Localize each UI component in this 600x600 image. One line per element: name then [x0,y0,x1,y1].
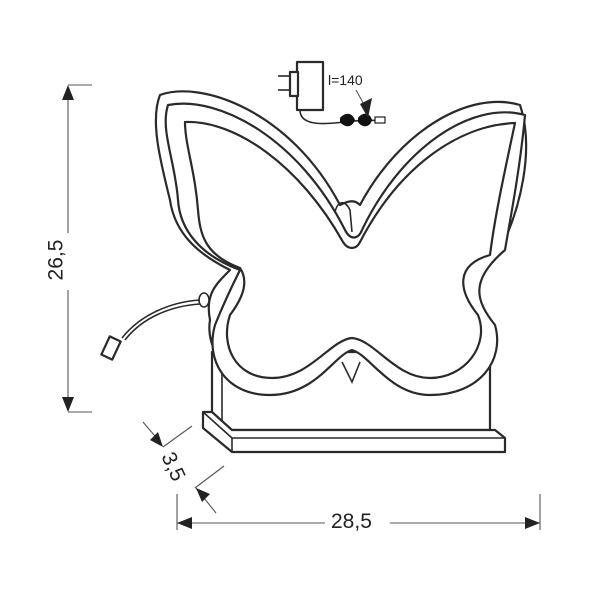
side-cable [100,292,210,361]
depth-dimension [142,421,225,514]
butterfly-frame-inner [183,120,517,380]
width-dimension [176,494,541,530]
cable-length-label: l=140 [328,72,363,88]
power-adapter [278,60,386,127]
width-label: 28,5 [331,510,372,533]
height-label: 26,5 [44,239,68,281]
height-dimension [62,84,92,413]
